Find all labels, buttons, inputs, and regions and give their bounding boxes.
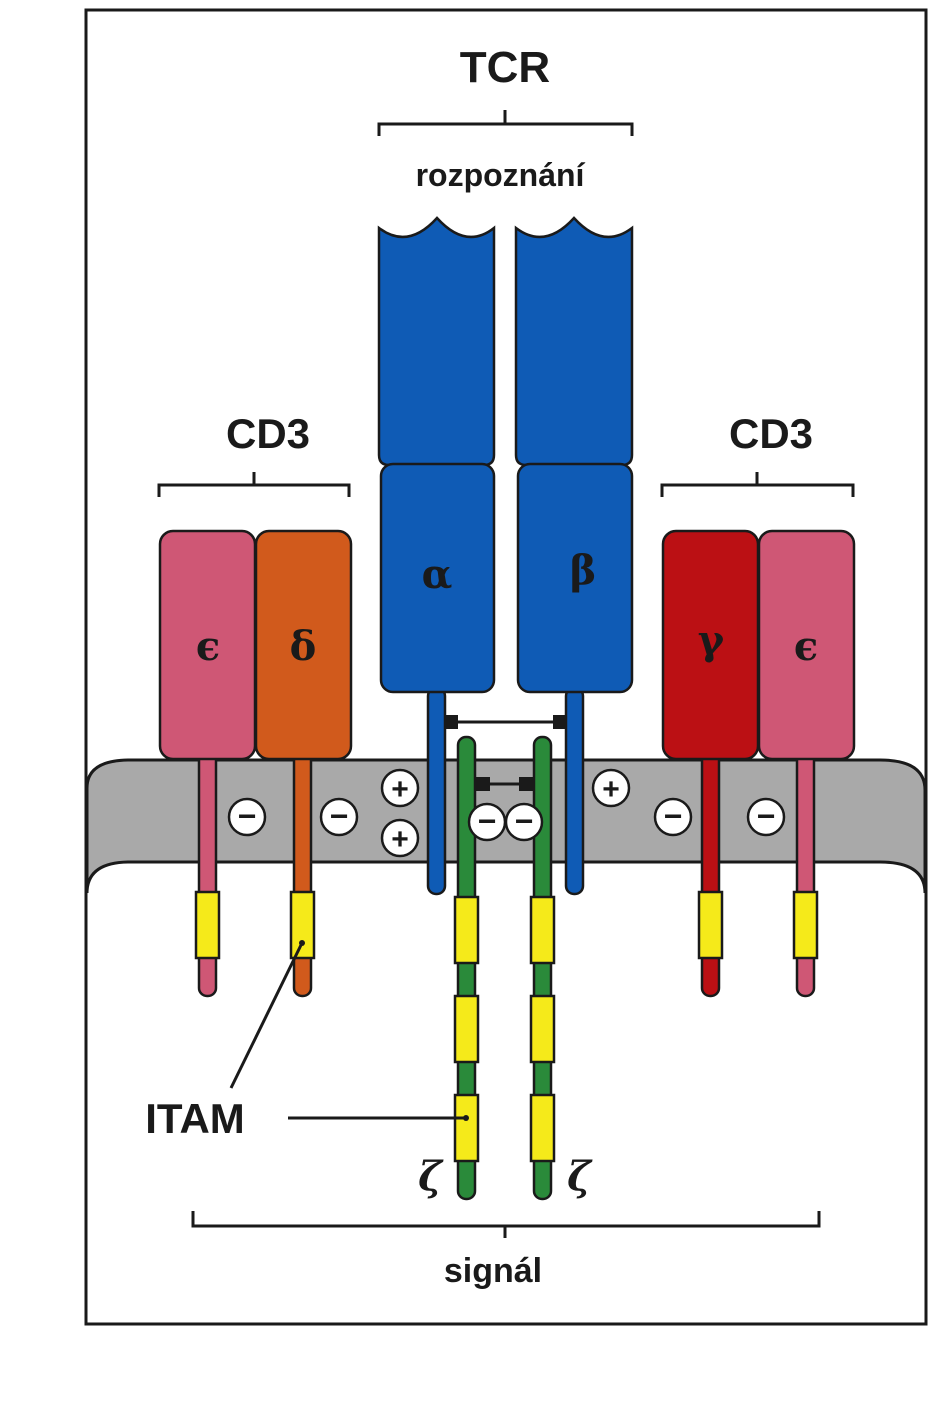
svg-text:−: −	[478, 803, 497, 839]
recognition-label: rozpoznání	[416, 157, 586, 193]
itam-segment	[194, 890, 221, 960]
negative-charge: −	[746, 797, 786, 837]
svg-text:+: +	[391, 773, 409, 806]
negative-charge: −	[319, 797, 359, 837]
cd3-left-label: CD3	[226, 410, 310, 457]
itam-segment	[529, 895, 556, 965]
svg-text:−: −	[330, 798, 349, 834]
itam-segment	[529, 994, 556, 1064]
beta-transmembrane-tail	[564, 686, 585, 896]
itam-segment	[453, 1093, 480, 1163]
beta-constant-domain	[516, 462, 634, 694]
zeta-disulfide-bond	[476, 777, 533, 791]
itam-segment	[529, 1093, 556, 1163]
alpha-beta-disulfide-bond	[444, 715, 567, 729]
alpha-label: α	[422, 551, 453, 598]
itam-segment	[289, 890, 316, 960]
delta-label: δ	[290, 623, 317, 670]
signal-bracket	[191, 1211, 821, 1238]
cd3-left-bracket	[157, 472, 351, 497]
gamma-label: γ	[698, 617, 725, 664]
zeta-left-itams	[453, 895, 480, 1163]
cd3-epsilon-left-tail	[197, 750, 218, 998]
positive-charge: +	[380, 768, 420, 808]
signal-label: signál	[444, 1252, 542, 1290]
itam-label: ITAM	[145, 1095, 245, 1142]
svg-text:−: −	[515, 803, 534, 839]
alpha-variable-domain	[377, 216, 496, 467]
tcr-label: TCR	[460, 43, 550, 92]
cd3-delta-tail	[292, 750, 313, 998]
cd3-epsilon-right-domain	[757, 529, 856, 761]
zeta-chain-left	[456, 735, 477, 1201]
alpha-constant-domain	[379, 462, 496, 694]
alpha-transmembrane-tail	[426, 686, 447, 896]
itam-segment	[697, 890, 724, 960]
itam-pointer-dot	[463, 1115, 469, 1121]
beta-label: β	[570, 547, 597, 594]
epsilon-left-label: ϵ	[196, 623, 220, 670]
cd3-delta-domain	[254, 529, 353, 761]
negative-charge: −	[227, 797, 267, 837]
cd3-right-bracket	[660, 472, 855, 497]
cd3-right-label: CD3	[729, 410, 813, 457]
epsilon-right-label: ϵ	[794, 623, 818, 670]
negative-charge: −	[504, 802, 544, 842]
positive-charge: +	[591, 768, 631, 808]
itam-segment	[792, 890, 819, 960]
itam-pointer-dot	[299, 940, 305, 946]
cd3-gamma-tail	[700, 750, 721, 998]
cd3-epsilon-right-tail	[795, 750, 816, 998]
svg-text:−: −	[238, 798, 257, 834]
tcr-bracket	[377, 110, 634, 136]
svg-text:−: −	[664, 798, 683, 834]
beta-variable-domain	[514, 216, 634, 467]
negative-charge: −	[653, 797, 693, 837]
svg-text:−: −	[757, 798, 776, 834]
svg-text:+: +	[391, 823, 409, 856]
zeta-chain-right	[532, 735, 553, 1201]
zeta-left-label: ζ	[418, 1153, 444, 1200]
zeta-right-itams	[529, 895, 556, 1163]
itam-segment	[453, 895, 480, 965]
itam-pointer-line	[229, 942, 304, 1089]
positive-charge: +	[380, 818, 420, 858]
itam-segment	[453, 994, 480, 1064]
zeta-right-label: ζ	[567, 1153, 593, 1200]
svg-text:+: +	[602, 773, 620, 806]
negative-charge: −	[467, 802, 507, 842]
